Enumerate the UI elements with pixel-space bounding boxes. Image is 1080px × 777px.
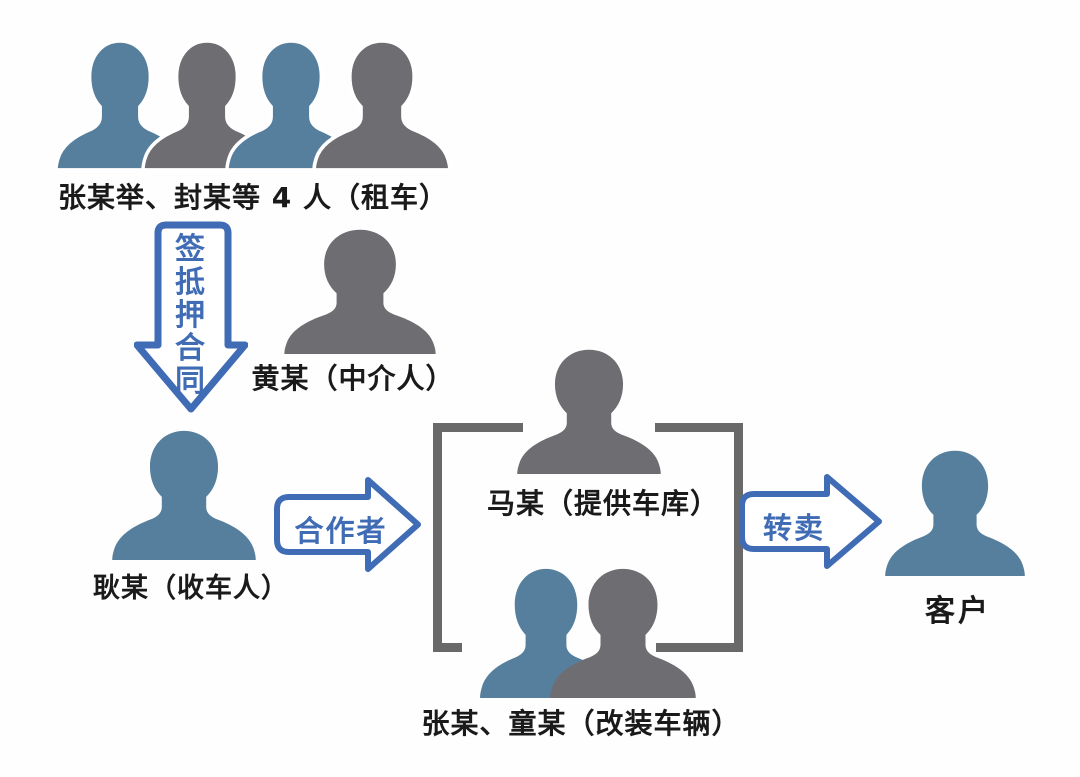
garage-provider-person-icon <box>515 347 663 474</box>
resell-arrow-label: 转卖 <box>762 511 825 545</box>
resell-right-arrow-icon <box>737 473 883 570</box>
collaborator-arrow-label: 合作者 <box>294 514 388 548</box>
collaborator-right-arrow-icon <box>272 476 422 573</box>
modifiers-label: 张某、童某（改装车辆） <box>421 707 741 740</box>
renter-4-person-icon <box>312 38 452 170</box>
sign-contract-down-arrow-icon <box>134 221 248 413</box>
customer-person-icon <box>883 448 1027 576</box>
customer-label: 客户 <box>925 594 991 629</box>
garage-provider-label: 马某（提供车库） <box>486 487 719 520</box>
collector-person-icon <box>110 428 258 560</box>
middleman-label: 黄某（中介人） <box>251 362 455 395</box>
sign-contract-arrow-label: 签抵押合同 <box>175 232 205 399</box>
middleman-person-icon <box>282 227 438 354</box>
modifier-2-person-icon <box>548 566 698 698</box>
renters-label: 张某举、封某等 4 人（租车） <box>58 181 448 214</box>
collector-label: 耿某（收车人） <box>93 573 289 604</box>
